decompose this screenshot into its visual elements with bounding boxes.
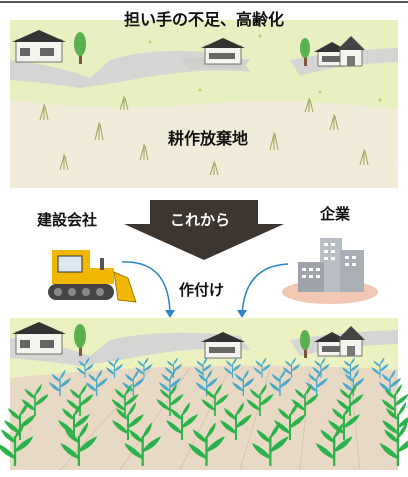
tree-icon bbox=[74, 32, 86, 64]
farmhouse-icon bbox=[12, 322, 66, 355]
crop-sprout-icon bbox=[194, 357, 212, 378]
farmhouse-icon bbox=[314, 332, 350, 357]
crop-sprout-icon bbox=[111, 383, 139, 416]
crop-sprout-icon bbox=[312, 357, 330, 378]
abandoned-farmland-label: 耕作放棄地 bbox=[168, 129, 249, 148]
crop-sprout-icon bbox=[158, 369, 182, 396]
farmhouse-icon bbox=[201, 38, 245, 65]
crop-sprout-icon bbox=[381, 383, 408, 416]
crop-sprout-icon bbox=[122, 369, 145, 396]
abandoned-farmland-scene bbox=[0, 1, 408, 188]
crop-sprout-icon bbox=[112, 402, 144, 440]
crop-sprout-icon bbox=[253, 357, 271, 378]
future-label: これから bbox=[170, 211, 231, 229]
planting-label: 作付け bbox=[179, 281, 225, 299]
crop-sprout-icon bbox=[382, 402, 408, 440]
transition-scene bbox=[48, 200, 378, 318]
office-building-icon bbox=[282, 238, 378, 304]
bulldozer-icon bbox=[48, 250, 137, 303]
crop-sprout-icon bbox=[315, 422, 353, 466]
crop-sprout-icon bbox=[21, 383, 49, 416]
crop-sprout-icon bbox=[251, 422, 289, 466]
crop-sprout-icon bbox=[60, 422, 98, 466]
crop-sprout-icon bbox=[135, 357, 153, 378]
crop-sprout-icon bbox=[341, 357, 360, 378]
farmhouse-icon bbox=[337, 326, 365, 357]
crop-sprout-icon bbox=[274, 402, 306, 440]
crop-rows bbox=[0, 357, 408, 466]
arrow-down-icon bbox=[237, 263, 289, 318]
crop-sprout-icon bbox=[48, 369, 72, 396]
crop-sprout-icon bbox=[166, 402, 198, 440]
crop-sprout-icon bbox=[105, 357, 124, 378]
crop-sprout-icon bbox=[220, 402, 252, 440]
crop-sprout-icon bbox=[124, 422, 162, 466]
crop-sprout-icon bbox=[85, 369, 108, 396]
crop-sprout-icon bbox=[378, 369, 402, 396]
arrow-down-icon bbox=[124, 200, 284, 260]
tree-icon bbox=[74, 324, 86, 356]
crop-sprout-icon bbox=[58, 402, 90, 440]
crop-sprout-icon bbox=[76, 357, 94, 378]
crop-sprout-icon bbox=[201, 383, 229, 416]
tree-icon bbox=[300, 330, 310, 358]
crop-sprout-icon bbox=[188, 422, 225, 466]
crop-sprout-icon bbox=[156, 383, 184, 416]
crop-sprout-icon bbox=[291, 383, 319, 416]
construction-company-label: 建設会社 bbox=[37, 211, 98, 229]
crop-sprout-icon bbox=[0, 422, 34, 466]
planted-field-scene bbox=[0, 318, 408, 471]
crop-sprout-icon bbox=[164, 357, 183, 378]
crop-sprout-icon bbox=[268, 369, 292, 396]
crop-sprout-icon bbox=[379, 422, 408, 466]
arrow-down-icon bbox=[121, 261, 175, 318]
farmhouse-icon bbox=[337, 36, 365, 67]
crop-sprout-icon bbox=[195, 369, 218, 396]
crop-sprout-icon bbox=[371, 357, 389, 378]
farmhouse-icon bbox=[201, 332, 245, 359]
crop-sprout-icon bbox=[223, 357, 242, 378]
farmhouse-icon bbox=[12, 30, 66, 63]
page-title: 担い手の不足、高齢化 bbox=[123, 10, 284, 29]
crop-sprout-icon bbox=[246, 383, 274, 416]
tree-icon bbox=[300, 38, 310, 66]
company-label: 企業 bbox=[320, 205, 351, 223]
crop-sprout-icon bbox=[282, 357, 301, 378]
crop-sprout-icon bbox=[232, 369, 255, 396]
